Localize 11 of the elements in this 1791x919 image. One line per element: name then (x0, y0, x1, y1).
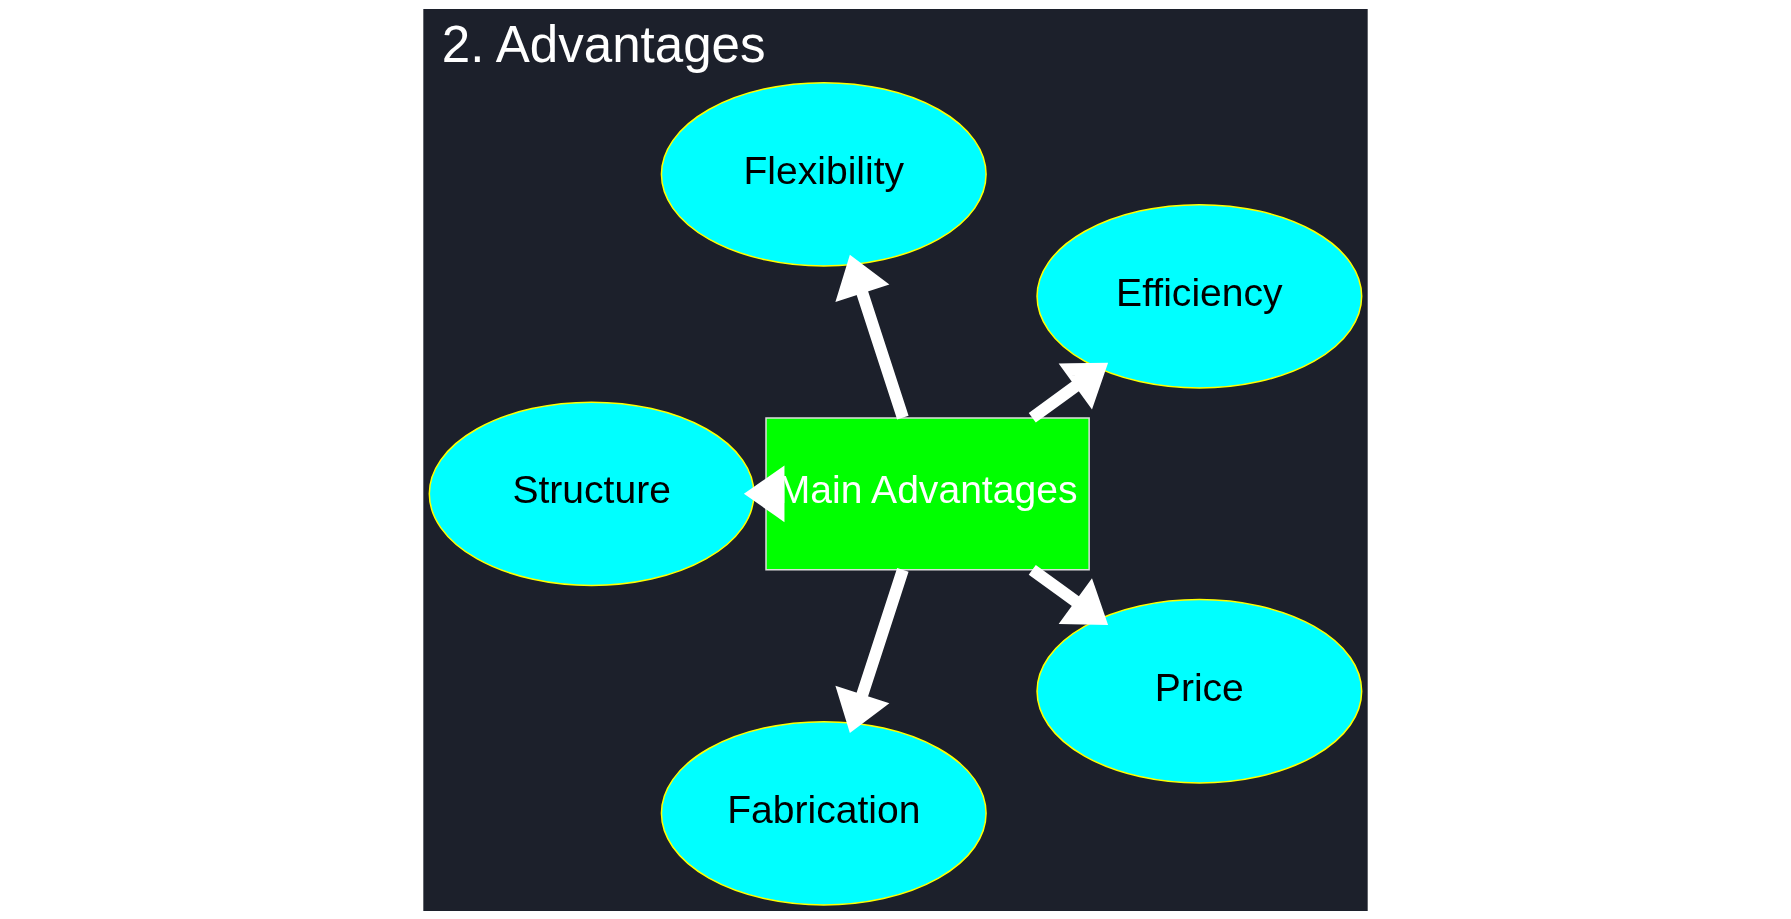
node-ellipse: Price (1036, 598, 1363, 784)
arrow (1028, 564, 1109, 625)
node-ellipse: Efficiency (1036, 203, 1363, 389)
diagram-title: 2. Advantages (441, 15, 766, 73)
arrow (835, 567, 909, 733)
arrow (1028, 362, 1109, 423)
node-ellipse: Fabrication (660, 720, 987, 906)
node-ellipse: Structure (428, 400, 755, 586)
arrow (835, 254, 909, 420)
node-ellipse: Flexibility (660, 81, 987, 267)
arrow (743, 464, 785, 522)
